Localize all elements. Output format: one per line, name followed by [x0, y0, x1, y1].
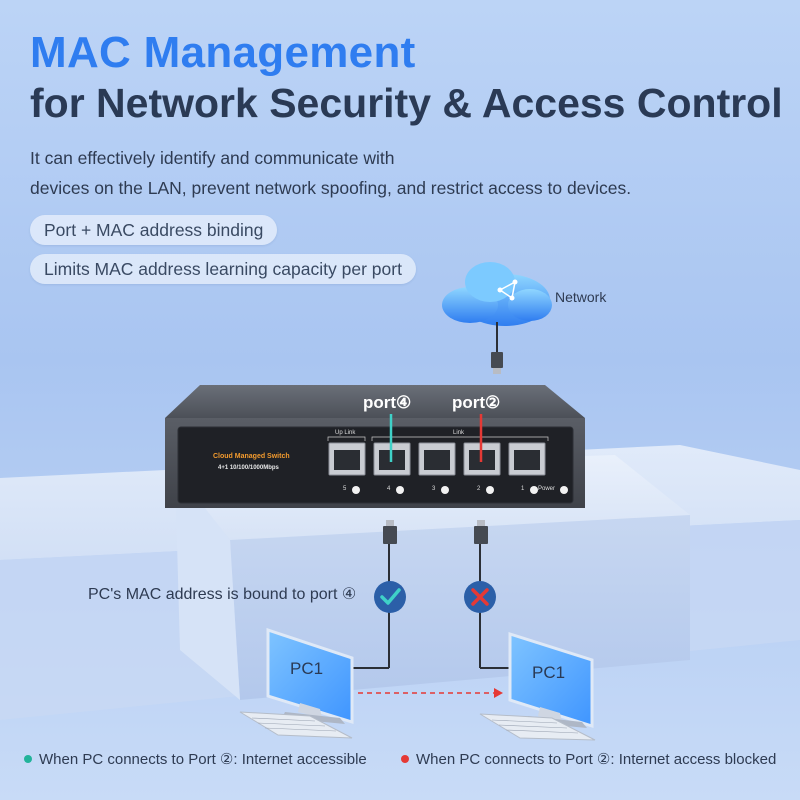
uplink-cable	[491, 322, 503, 374]
cloud-icon	[442, 262, 552, 326]
description-line-2: devices on the LAN, prevent network spoo…	[30, 178, 632, 198]
legend-allowed-text: When PC connects to Port ②: Internet acc…	[39, 751, 367, 768]
mac-binding-label: PC's MAC address is bound to port ④	[88, 586, 357, 603]
pc-left-icon	[239, 627, 354, 739]
cross-icon	[464, 581, 496, 613]
network-switch	[165, 385, 585, 508]
switch-port-number: 5	[343, 486, 347, 492]
allowed-dot-icon	[24, 755, 32, 763]
blocked-dot-icon	[401, 755, 409, 763]
switch-speed: 4+1 10/100/1000Mbps	[218, 465, 279, 471]
feature-pill-learning-limit: Limits MAC address learning capacity per…	[30, 254, 416, 284]
description: It can effectively identify and communic…	[30, 143, 770, 203]
pc-right-label: PC1	[532, 663, 566, 682]
switch-port-number: 3	[432, 486, 436, 492]
port4-cable	[352, 520, 397, 669]
switch-port-number: 1	[521, 486, 525, 492]
switch-power-label: Power	[538, 486, 556, 492]
feature-pill-binding: Port + MAC address binding	[30, 215, 278, 245]
network-label: Network	[555, 289, 607, 305]
switch-link-label: Link	[453, 430, 465, 436]
switch-port-number: 4	[387, 486, 391, 492]
switch-model-title: Cloud Managed Switch	[213, 453, 290, 460]
switch-uplink-label: Up Link	[335, 430, 356, 436]
description-line-1: It can effectively identify and communic…	[30, 148, 395, 168]
switch-port-number: 2	[477, 486, 481, 492]
move-arrow	[358, 688, 503, 698]
page-title: MAC Management	[30, 28, 416, 77]
legend-blocked-text: When PC connects to Port ②: Internet acc…	[416, 751, 777, 768]
port2-label: port②	[452, 393, 501, 412]
pc-right-icon	[479, 631, 596, 741]
page-subtitle: for Network Security & Access Control	[30, 80, 783, 126]
legend-blocked: When PC connects to Port ②: Internet acc…	[401, 750, 776, 768]
pc-left-label: PC1	[290, 659, 324, 678]
legend-allowed: When PC connects to Port ②: Internet acc…	[24, 750, 367, 768]
check-icon	[374, 581, 406, 613]
port4-label: port④	[363, 393, 412, 412]
